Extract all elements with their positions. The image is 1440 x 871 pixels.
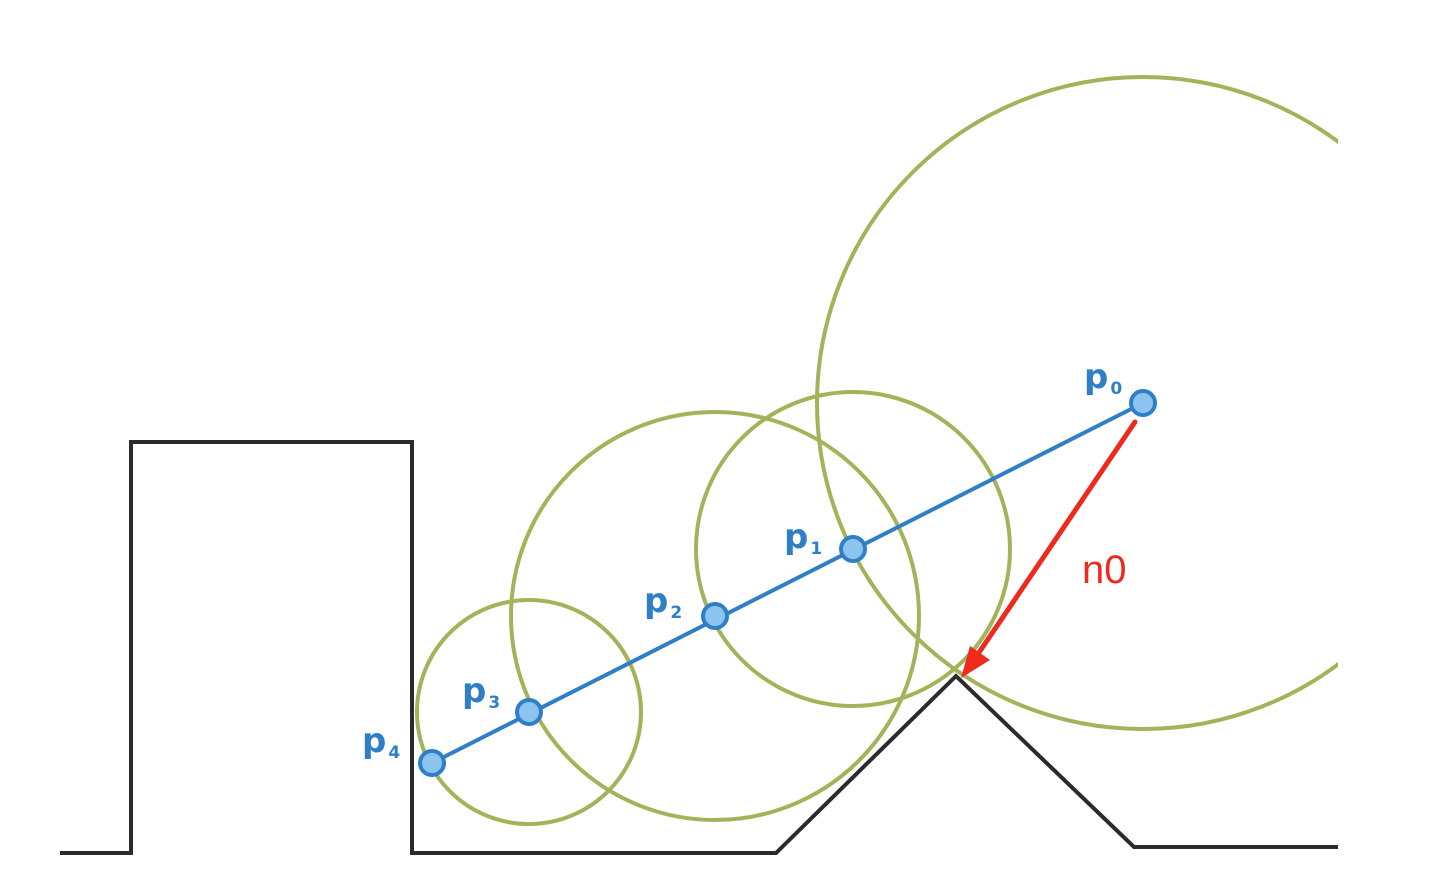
point-p0: [1129, 389, 1157, 417]
distance-circle-p0: [815, 75, 1338, 731]
normal-arrow: [961, 419, 1138, 678]
march-points: [418, 389, 1157, 777]
normal-arrow-label: n0: [1082, 548, 1127, 592]
label-p4-sub: 4: [388, 743, 400, 763]
label-p2-sub: 2: [670, 603, 682, 623]
normal-arrow-head: [961, 646, 990, 678]
label-p0-sub: 0: [1110, 379, 1122, 399]
ray-line: [431, 401, 1144, 765]
terrain-outline: [60, 440, 1338, 855]
label-p1-sub: 1: [810, 539, 822, 559]
label-p4-base: p: [362, 721, 386, 761]
label-p3-base: p: [462, 671, 486, 711]
distance-circles: [415, 75, 1338, 826]
distance-circle-p2: [509, 410, 921, 822]
point-p4: [418, 749, 446, 777]
distance-circle-p1: [694, 390, 1012, 708]
label-p1-base: p: [784, 517, 808, 557]
point-p1: [839, 535, 867, 563]
label-p3-sub: 3: [488, 693, 500, 713]
label-p2-base: p: [644, 581, 668, 621]
point-p2: [701, 602, 729, 630]
label-p0-base: p: [1084, 357, 1108, 397]
distance-circle-p3: [415, 598, 643, 826]
point-p3: [515, 698, 543, 726]
normal-arrow-shaft: [975, 419, 1138, 657]
